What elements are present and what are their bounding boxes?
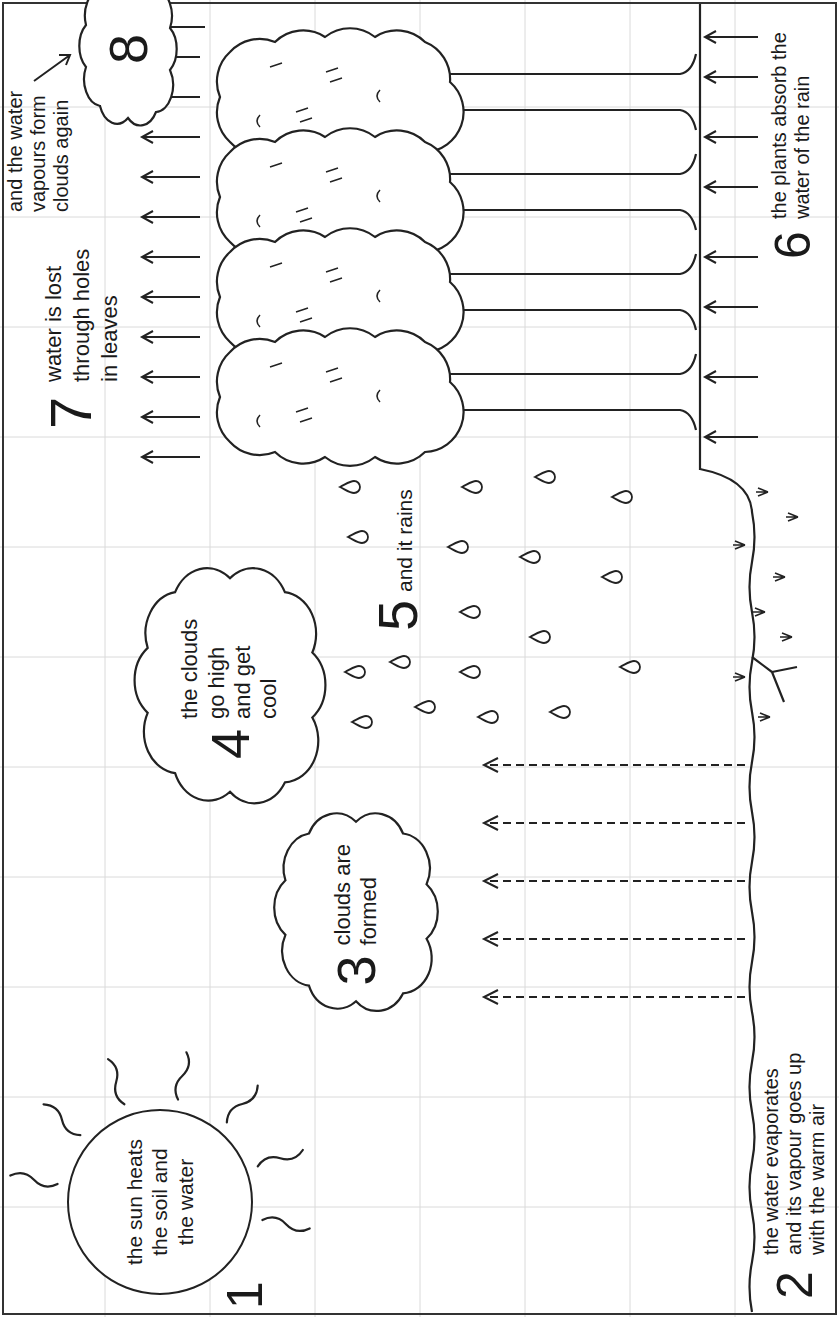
rain-drops: [460, 606, 480, 618]
callout-number: 4: [203, 729, 257, 759]
rain-drops: [345, 666, 365, 678]
callout-number: 2: [770, 1271, 820, 1299]
tree-trunks: [430, 54, 696, 430]
cloud-text: clouds are formed: [330, 837, 383, 945]
ground-line: [752, 657, 797, 702]
rain-drops: [530, 631, 550, 643]
rain-drops: [620, 661, 640, 673]
rain-drops: [460, 666, 480, 678]
grass: [786, 513, 798, 521]
cloud-shape: 4 the clouds go high and get cool: [132, 569, 328, 801]
root-arrows: [705, 31, 716, 443]
leaf-scribbles: [257, 263, 380, 327]
cloud-pointer-arrow: [34, 55, 70, 81]
callout-number: 1: [220, 1281, 270, 1309]
ground-line: [700, 3, 755, 1312]
root-arrows: [705, 31, 758, 443]
tree-canopies: [217, 28, 464, 466]
note-text: the plants absorb the water of the rain: [768, 19, 814, 219]
node-content: 4 the clouds go high and get cool: [177, 611, 283, 759]
sun-rays: [104, 1058, 129, 1106]
tree-trunks: [430, 154, 696, 230]
tree-canopies: [217, 328, 464, 466]
cloud-outline: [79, 0, 176, 125]
callout-number: 3: [329, 955, 383, 985]
node-content: 3 clouds are formed: [329, 837, 383, 985]
leaf-scribbles: [257, 163, 380, 227]
rain-drops: [612, 491, 632, 503]
evaporation-arrows: [486, 765, 745, 997]
picture-frame: [3, 3, 836, 1314]
grass: [780, 633, 792, 641]
root-arrows: [706, 37, 758, 437]
grass: [733, 541, 745, 549]
rain-drops: [535, 471, 555, 483]
sun-rays: [174, 1052, 191, 1101]
sun-rays: [223, 1083, 261, 1126]
leaf-scribbles: [257, 63, 380, 127]
grass: [758, 713, 770, 721]
grass: [753, 608, 765, 616]
tree-trunks: [430, 354, 696, 430]
callout-number: 7: [42, 397, 100, 429]
note-text: and it rains: [392, 489, 417, 592]
rain-drops: [520, 551, 540, 563]
tree-trunks: [430, 54, 696, 130]
cloud-shape: 8: [78, 0, 178, 124]
rain-drops: [550, 706, 570, 718]
rain-drops: [340, 481, 360, 493]
sun-rays: [262, 1216, 311, 1233]
cloud-outline: [274, 813, 438, 1011]
note-text: the water evaporates and its vapour goes…: [760, 1030, 829, 1255]
node-content: 8: [101, 34, 155, 64]
rain-drops: [602, 571, 622, 583]
rain-drops: [390, 656, 410, 668]
cloud-pointer-arrow: [34, 55, 70, 81]
sun-rays: [41, 1101, 84, 1139]
grass: [756, 488, 768, 496]
rain-drops: [352, 716, 372, 728]
node-content: the sun heats the soil and the water: [122, 1137, 198, 1267]
rain-drops: [340, 471, 640, 728]
cloud-outline: [135, 568, 326, 803]
leaf-scribbles: [257, 363, 380, 427]
tree-trunks: [430, 254, 696, 330]
cloud-shape: 3 clouds are formed: [272, 814, 440, 1009]
rain-drops: [415, 701, 435, 713]
callout-number: 6: [768, 231, 818, 259]
evaporation-arrows: [484, 758, 498, 1004]
rain-drops: [448, 541, 468, 553]
cloud-text: the clouds go high and get cool: [177, 611, 283, 719]
grass: [773, 573, 785, 581]
rain-drops: [462, 481, 482, 493]
note-text: and the water vapours form clouds again: [4, 77, 73, 212]
grass: [733, 673, 745, 681]
sun-rays: [256, 1146, 304, 1171]
grass: [733, 488, 798, 721]
sun-text: the sun heats the soil and the water: [122, 1137, 198, 1267]
rain-drops: [348, 531, 368, 543]
rain-drops: [478, 711, 498, 723]
callout-number: 8: [101, 34, 155, 64]
leaf-scribbles: [257, 63, 380, 427]
callout-number: 5: [370, 600, 426, 631]
evaporation-arrows: [484, 758, 745, 1004]
note-text: water is lost through holes in leaves: [40, 237, 124, 382]
sun-circle: the sun heats the soil and the water: [67, 1109, 253, 1295]
sun-rays: [10, 1171, 59, 1188]
